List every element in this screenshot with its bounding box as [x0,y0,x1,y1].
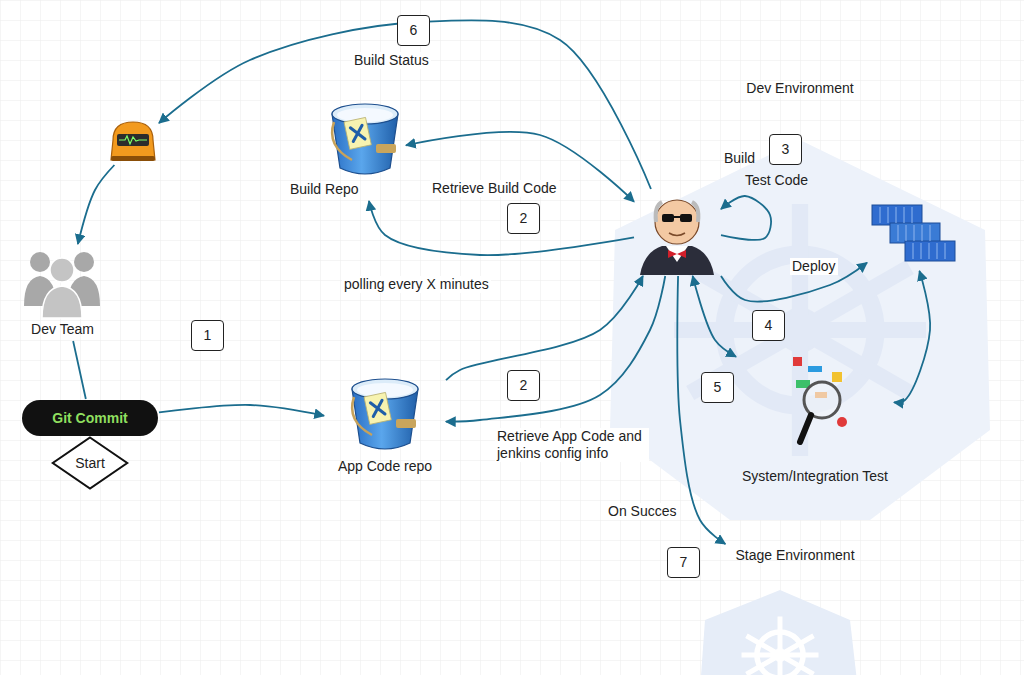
callout-number: 3 [769,134,802,165]
test-node: System/Integration Test [737,352,893,487]
notifier-icon [111,122,155,161]
jenkins-icon [640,200,714,275]
edge-label: Deploy [790,258,838,275]
step-label: Build [724,150,755,167]
start-diamond: Start [52,437,128,489]
flow-arrow [159,405,324,416]
kubernetes-icon [700,590,858,675]
flow-arrow [369,201,634,255]
callout-number: 2 [507,370,540,401]
callout-number: 7 [667,547,700,578]
node-label: Git Commit [52,410,127,427]
container-node [868,200,958,270]
edge-label: Build Status [352,52,431,69]
edge-label: Retrieve App Code and jenkins config inf… [495,428,649,462]
repository-node: Build Repo [285,100,405,200]
environment-node: Stage Environment [720,545,870,675]
kubernetes-backdrop [610,140,990,520]
repository-bucket [352,379,418,449]
container-stack [872,205,955,261]
flow-arrow [73,341,86,399]
node-label: Dev Team [31,321,94,338]
step-label: Test Code [745,172,808,189]
node-label: System/Integration Test [742,468,888,485]
diamond-outline [53,438,127,489]
team-node: Dev Team [15,245,110,340]
edge-label: Retrieve Build Code [430,180,559,197]
flow-arrow [78,165,115,244]
flow-arrow [693,276,736,357]
node-label: Dev Environment [746,80,853,97]
node-label: Stage Environment [735,547,854,564]
jenkins-node [635,190,720,275]
test-icon [793,357,847,442]
commit-pill: Git Commit [22,400,158,436]
repository-bucket [332,104,398,174]
callout-number: 2 [507,203,540,234]
edge-label: polling every X minutes [342,276,491,293]
flow-arrow [446,276,665,422]
repository-node: App Code repo [325,372,445,477]
edge-label: On Succes [606,503,678,520]
callout-number: 6 [397,15,430,46]
flow-arrow [894,271,930,402]
callout-number: 1 [191,320,224,351]
node-label: Build Repo [290,181,359,198]
team-icon [24,252,100,318]
callout-number: 5 [701,372,734,403]
node-label: App Code repo [338,458,432,475]
notifier-node [108,118,158,164]
flow-arrow [721,196,771,240]
node-label: Start [75,455,105,472]
flow-arrow [677,276,725,544]
flow-arrow [406,132,634,202]
callout-number: 4 [752,310,785,341]
